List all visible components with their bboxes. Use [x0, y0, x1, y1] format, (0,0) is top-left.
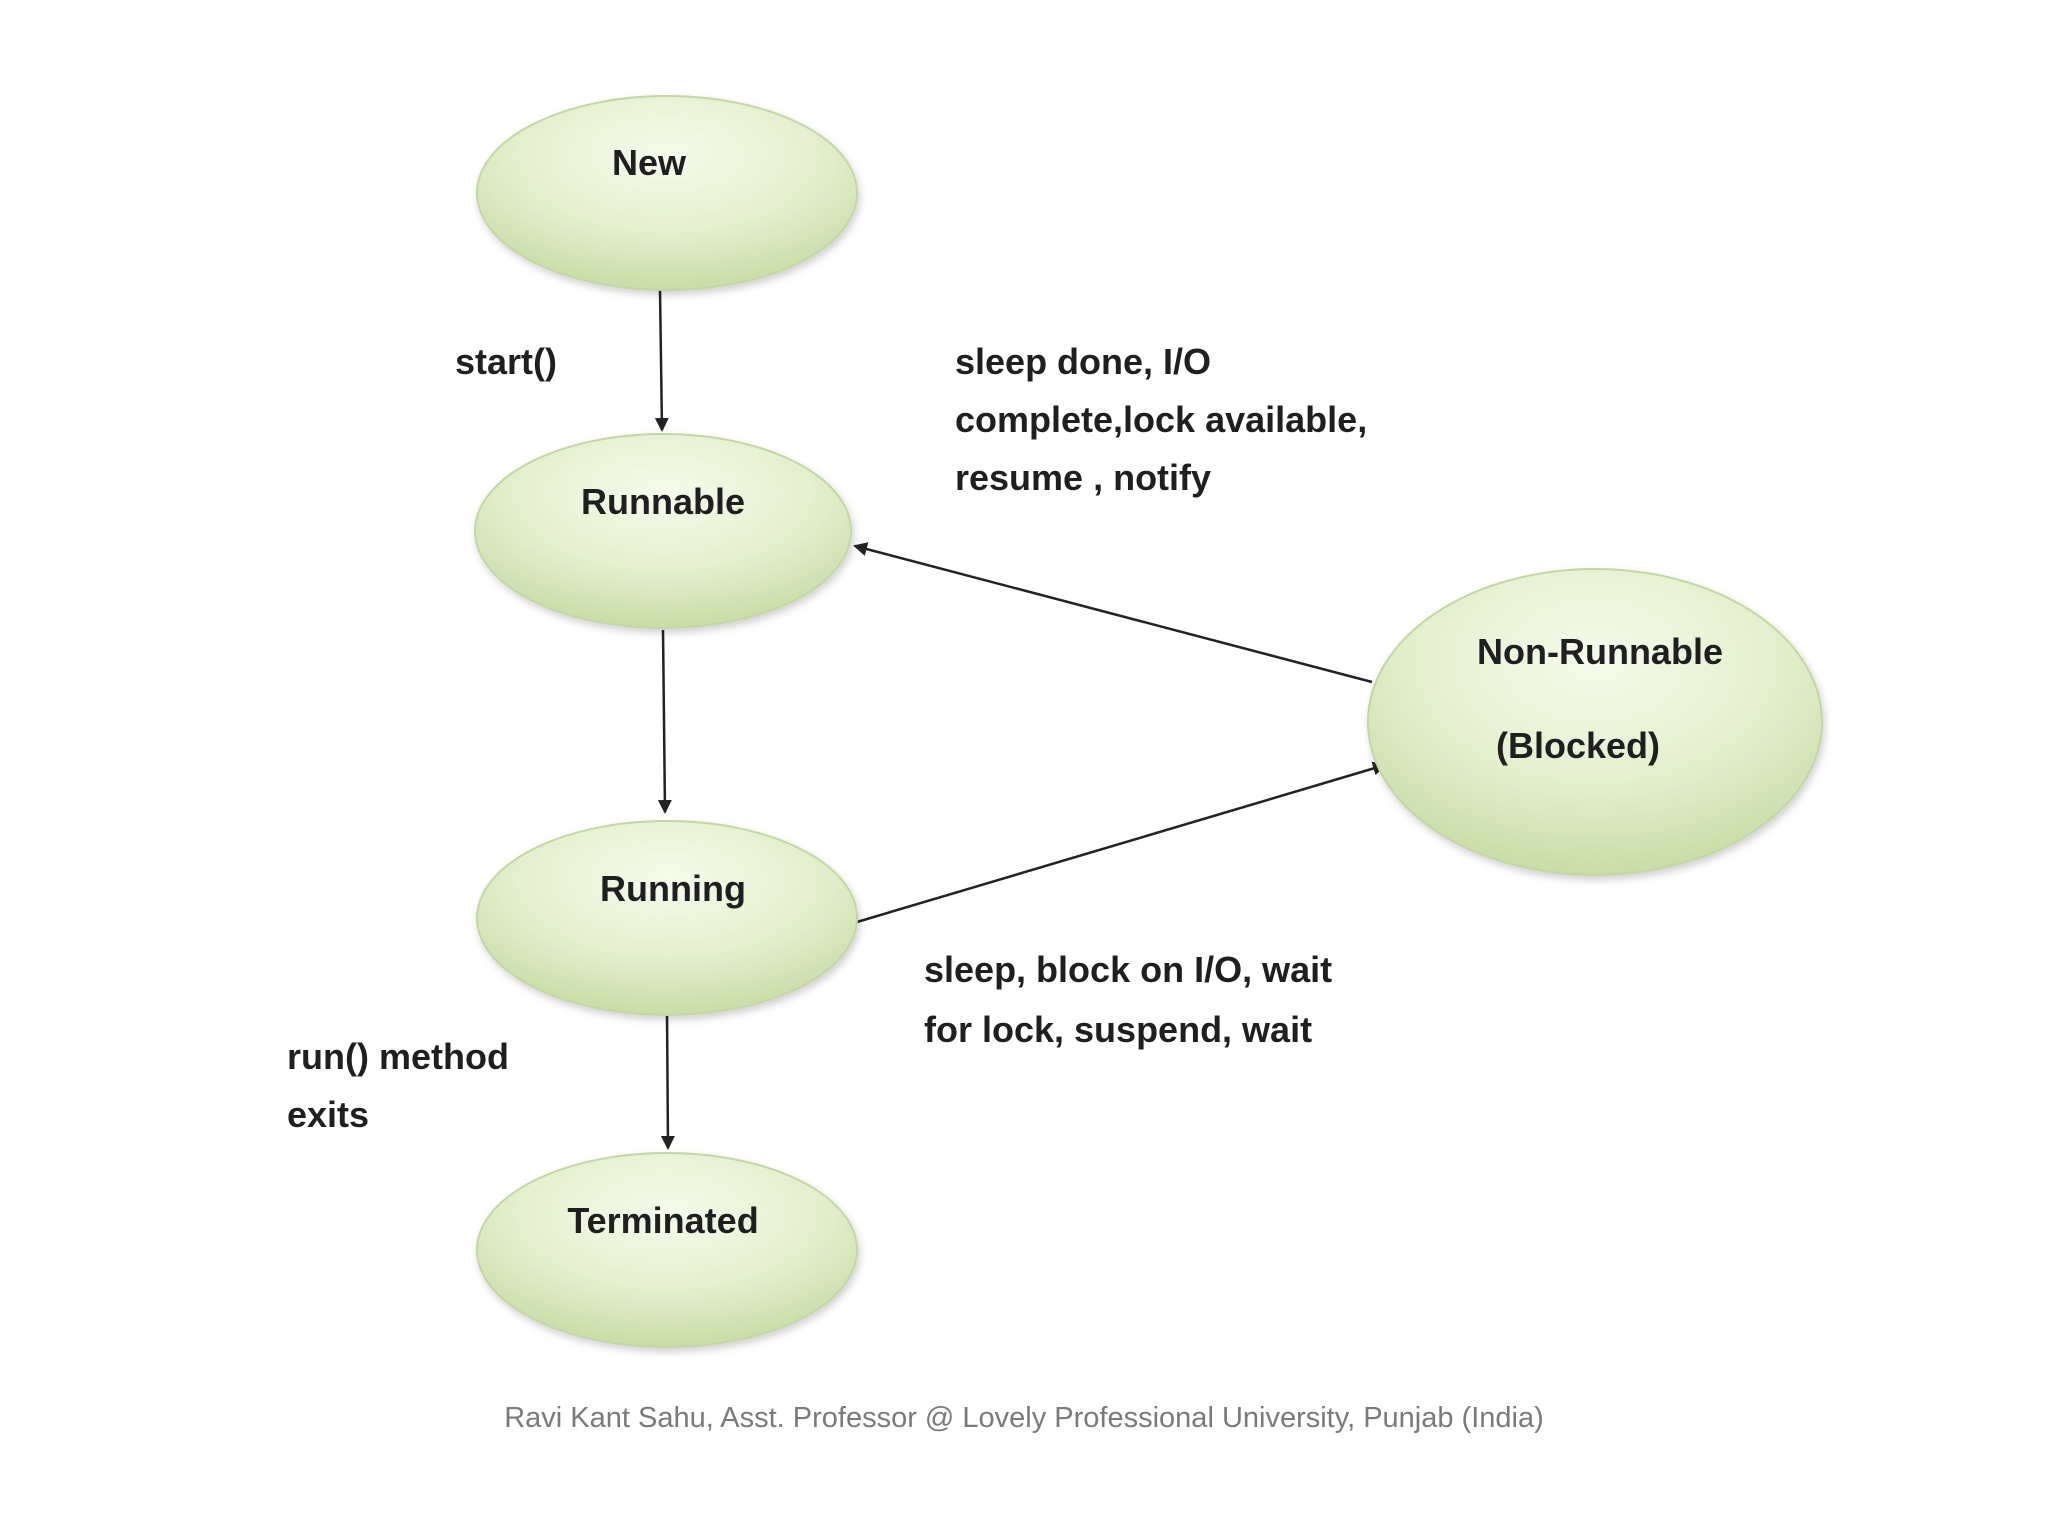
arrow-non-runnable-to-runnable [853, 542, 1373, 684]
state-non-runnable-label-line1: Non-Runnable [1477, 631, 1723, 672]
state-terminated: Terminated [476, 1152, 858, 1348]
edge-label-wake-line2: complete,lock available, [955, 399, 1368, 440]
state-runnable-label: Runnable [581, 481, 745, 522]
state-terminated-label: Terminated [567, 1200, 758, 1241]
edge-label-block-line1: sleep, block on I/O, wait [924, 949, 1333, 990]
arrow-running-to-terminated [660, 1011, 675, 1150]
arrow-new-to-runnable [654, 289, 669, 432]
state-running-label: Running [600, 868, 746, 909]
edge-label-start-text: start() [455, 341, 558, 382]
edge-label-exit-line2: exits [287, 1094, 370, 1135]
edge-label-wake: sleep done, I/O complete,lock available,… [955, 333, 1367, 507]
arrow-runnable-to-running [657, 629, 672, 814]
edge-label-wake-line3: resume , notify [955, 457, 1212, 498]
state-new-label: New [612, 142, 687, 183]
edge-label-wake-line1: sleep done, I/O [955, 341, 1212, 382]
state-running: Running [476, 820, 858, 1016]
state-new: New [476, 95, 858, 291]
edge-label-exit-line1: run() method [287, 1036, 509, 1077]
arrow-running-to-non-runnable [856, 761, 1387, 924]
state-non-runnable-label-line2: (Blocked) [1496, 725, 1660, 766]
state-runnable: Runnable [474, 433, 852, 629]
edge-label-exit: run() method exits [287, 1028, 509, 1144]
edge-label-start: start() [455, 333, 557, 391]
state-non-runnable: Non-Runnable (Blocked) [1367, 568, 1823, 876]
edge-label-block-line2: for lock, suspend, wait [924, 1009, 1313, 1050]
edge-label-block: sleep, block on I/O, wait for lock, susp… [924, 940, 1332, 1060]
footer-credit: Ravi Kant Sahu, Asst. Professor @ Lovely… [504, 1402, 1544, 1434]
